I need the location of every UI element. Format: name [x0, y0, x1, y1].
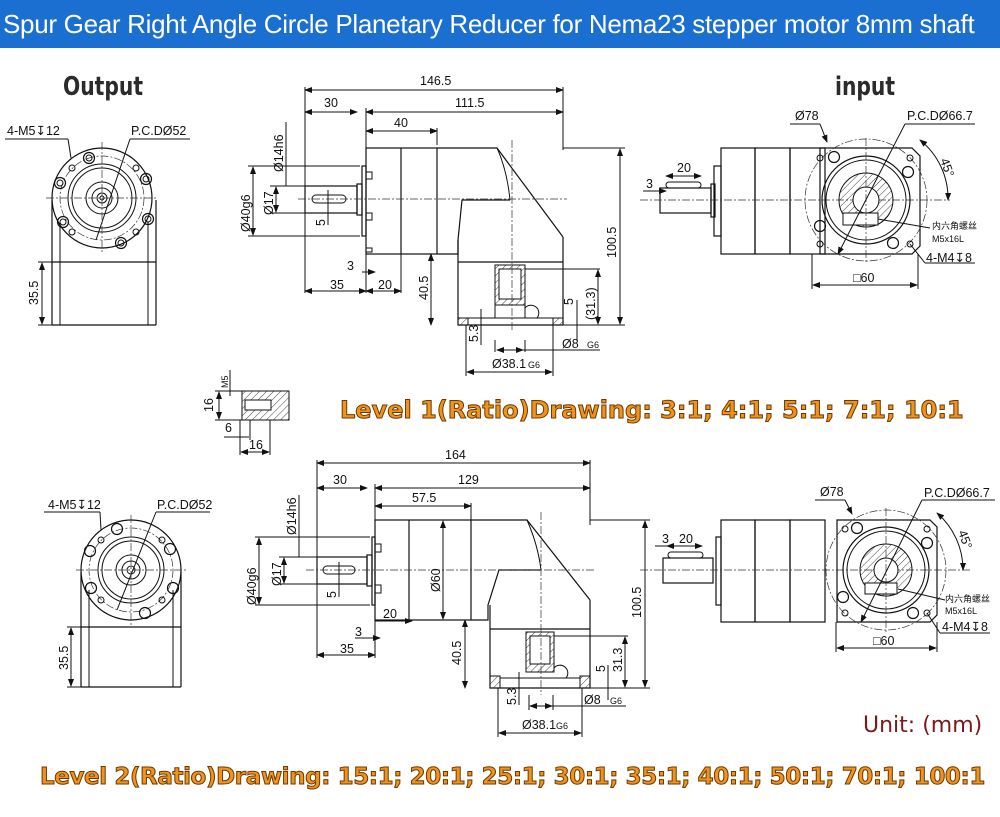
l2-out-pcd: P.C.DØ52 — [157, 498, 212, 512]
l1-body: 111.5 — [455, 96, 484, 110]
l2-in-angle: 45° — [955, 528, 975, 551]
l1-pilot-tol: G6 — [528, 360, 540, 370]
l1-output-view: 4-M5↧12 P.C.DØ52 35.5 — [5, 124, 190, 326]
l2-flange-t: 3 — [355, 625, 362, 639]
l1-h31-3: (31.3) — [584, 287, 598, 320]
l2-pilot-tol: G6 — [556, 721, 568, 731]
key-detail: M5 16 6 16 — [202, 370, 290, 455]
l2-h40-5: 40.5 — [450, 641, 464, 665]
l1-key: 5 — [314, 219, 328, 226]
page-title: Spur Gear Right Angle Circle Planetary R… — [0, 0, 1000, 48]
l1-in-key-w: 20 — [677, 161, 691, 175]
l1-shaft-len: 30 — [324, 96, 338, 110]
l1-d5-3: 5.3 — [467, 325, 481, 342]
l1-overall: 146.5 — [420, 74, 451, 88]
l1-offset35: 35 — [330, 278, 344, 292]
l2-in-screw: M5x16L — [945, 606, 977, 616]
l1-shaft-dia: Ø14h6 — [272, 134, 286, 172]
input-view-label: input — [835, 72, 896, 102]
l1-in-square: □60 — [853, 271, 875, 285]
level2-ratio-label: Level 2(Ratio)Drawing: 15:1; 20:1; 25:1;… — [40, 764, 986, 791]
l2-offset20: 20 — [383, 607, 397, 621]
l1-flange-t: 3 — [347, 259, 354, 273]
l1-offset20: 20 — [378, 278, 392, 292]
l2-h31-3: 31.3 — [611, 648, 625, 672]
l2-out-height: 35.5 — [57, 646, 71, 670]
l2-out-bolt-note: 4-M5↧12 — [48, 498, 101, 512]
l2-bore-tol: G6 — [610, 696, 622, 706]
l2-overall: 164 — [445, 448, 466, 462]
l2-input-view: 20 3 Ø78 P.C.DØ66.7 45° 内六角螺丝 M5x16L 4-M… — [640, 485, 995, 652]
l2-body-dia: Ø60 — [429, 568, 443, 592]
l1-stage: 40 — [394, 116, 408, 130]
l2-in-key-off: 3 — [662, 532, 669, 546]
l2-pilot: Ø38.1 — [522, 718, 556, 732]
l1-side-view: 146.5 30 111.5 40 — [239, 74, 625, 376]
l2-in-screw-cn: 内六角螺丝 — [945, 593, 990, 604]
l2-body: 129 — [458, 473, 479, 487]
key-h: 16 — [202, 398, 216, 412]
l1-bore-tol: G6 — [587, 340, 599, 350]
l2-d17: Ø17 — [270, 562, 284, 586]
l1-in-screw: M5x16L — [932, 234, 964, 244]
l2-stage: 57.5 — [412, 491, 436, 505]
level1-ratio-label: Level 1(Ratio)Drawing: 3:1; 4:1; 5:1; 7:… — [340, 396, 965, 425]
l1-in-pcd: P.C.DØ66.7 — [907, 109, 973, 123]
l1-out-height: 35.5 — [27, 281, 41, 305]
l1-h40-5: 40.5 — [417, 276, 431, 300]
l1-d17: Ø17 — [262, 191, 276, 215]
l1-in-outer: Ø78 — [795, 109, 819, 123]
l1-in-key-off: 3 — [646, 177, 653, 191]
key-off: 6 — [225, 421, 232, 435]
l1-pilot: Ø38.1 — [492, 357, 526, 371]
l2-in-outer: Ø78 — [820, 485, 844, 499]
l2-side-view: 164 30 129 57.5 Ø40g6 — [245, 448, 650, 737]
l1-out-bolt-note: 4-M5↧12 — [7, 124, 60, 138]
l1-in-screw-cn: 内六角螺丝 — [932, 220, 977, 231]
l1-bore: Ø8 — [562, 337, 579, 351]
l2-in-key-w: 20 — [679, 532, 693, 546]
key-thread: M5 — [220, 375, 230, 388]
l2-in-holes: 4-M4↧8 — [942, 620, 988, 634]
l2-key: 5 — [325, 591, 339, 598]
l1-in-angle: 45° — [937, 156, 957, 179]
output-view-label: Output — [63, 72, 144, 102]
l2-offset35: 35 — [340, 642, 354, 656]
l1-spigot: Ø40g6 — [239, 194, 253, 232]
unit-label: Unit: (mm) — [863, 713, 983, 738]
l2-output-view: 4-M5↧12 P.C.DØ52 35.5 — [44, 498, 212, 688]
l2-h100-5: 100.5 — [630, 587, 644, 618]
l2-bore: Ø8 — [584, 693, 601, 707]
l2-in-square: □60 — [873, 634, 895, 648]
l2-spigot: Ø40g6 — [245, 567, 259, 605]
l1-in-holes: 4-M4↧8 — [926, 251, 972, 265]
l1-input-view: 20 3 Ø78 P.C.DØ66.7 45° 内六角螺丝 M5x16L 4-M… — [640, 109, 977, 289]
l1-out-pcd: P.C.DØ52 — [131, 124, 186, 138]
l1-h100-5: 100.5 — [605, 227, 619, 258]
key-len: 16 — [249, 438, 263, 452]
l2-h5: 5 — [594, 665, 608, 672]
l2-in-pcd: P.C.DØ66.7 — [924, 486, 990, 500]
l2-shaft-dia: Ø14h6 — [285, 497, 299, 535]
l2-d5-3: 5.3 — [505, 688, 519, 705]
l1-h5: 5 — [562, 298, 576, 305]
l2-shaft-len: 30 — [333, 473, 347, 487]
